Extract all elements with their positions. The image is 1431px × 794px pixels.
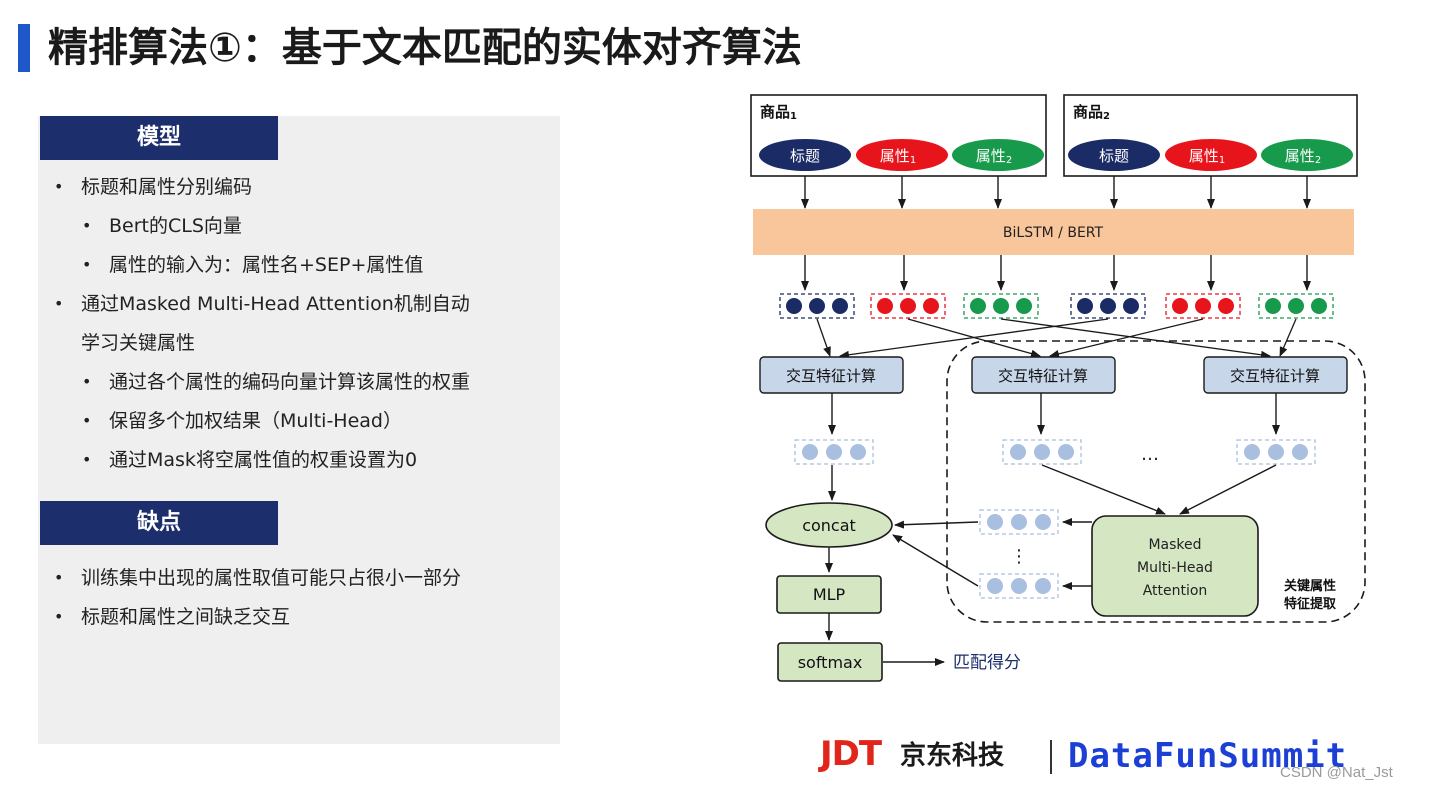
oval-label: 标题 bbox=[1099, 147, 1129, 165]
bullet-item: • 标题和属性之间缺乏交互 bbox=[54, 603, 291, 631]
sub-bullet-item: • Bert的CLS向量 bbox=[82, 212, 242, 240]
oval-label: 属性1 bbox=[1189, 147, 1225, 166]
p2-title-vector bbox=[1070, 293, 1146, 319]
interaction-box-attr2: 交互特征计算 bbox=[1203, 356, 1348, 394]
encoder-output-arrows bbox=[801, 255, 1311, 291]
slide-title: 精排算法①：基于文本匹配的实体对齐算法 bbox=[48, 25, 802, 71]
bullet-continuation: 学习关键属性 bbox=[81, 329, 195, 357]
box-label: 交互特征计算 bbox=[998, 367, 1088, 385]
sub-bullet-item: • 通过Mask将空属性值的权重设置为0 bbox=[82, 446, 418, 474]
bullet-dot: • bbox=[82, 411, 92, 430]
interaction-box-title: 交互特征计算 bbox=[759, 356, 904, 394]
footer-divider bbox=[1050, 740, 1052, 774]
attention-output-arrows bbox=[892, 518, 1092, 590]
p1-attr2-oval: 属性2 bbox=[952, 139, 1044, 171]
match-score-label: 匹配得分 bbox=[953, 653, 1021, 673]
p1-attr1-oval: 属性1 bbox=[856, 139, 948, 171]
p1-title-oval: 标题 bbox=[759, 139, 851, 171]
masked-line3: Attention bbox=[1143, 583, 1208, 599]
mlp-label: MLP bbox=[813, 585, 846, 604]
key-attr-label-line1: 关键属性 bbox=[1284, 578, 1336, 594]
title-accent-bar bbox=[18, 24, 30, 72]
bullet-text: 标题和属性之间缺乏交互 bbox=[81, 606, 291, 628]
sub-bullet-item: • 属性的输入为：属性名+SEP+属性值 bbox=[82, 251, 424, 279]
bullet-dot: • bbox=[82, 255, 92, 274]
key-attribute-region bbox=[946, 340, 1366, 623]
bullet-item: • 通过Masked Multi-Head Attention机制自动 bbox=[54, 290, 470, 318]
bullet-text: 训练集中出现的属性取值可能只占很小一部分 bbox=[81, 567, 462, 589]
interaction-vector-attr1 bbox=[1002, 439, 1082, 465]
oval-label: 属性1 bbox=[880, 147, 916, 166]
p1-attr1-vector bbox=[870, 293, 946, 319]
bullet-dot: • bbox=[82, 372, 92, 391]
attention-output-vector-1 bbox=[979, 509, 1059, 535]
oval-label: 标题 bbox=[790, 147, 820, 165]
p2-attr1-oval: 属性1 bbox=[1165, 139, 1257, 171]
masked-line2: Multi-Head bbox=[1137, 560, 1213, 576]
softmax-label: softmax bbox=[798, 653, 863, 672]
datafun-summit-logo: DataFunSummit bbox=[1068, 736, 1348, 776]
bullet-dot: • bbox=[54, 568, 64, 587]
jd-tech-logo-text: 京东科技 bbox=[900, 741, 1005, 771]
p2-title-oval: 标题 bbox=[1068, 139, 1160, 171]
bullet-text: 属性的输入为：属性名+SEP+属性值 bbox=[109, 254, 424, 276]
left-text-panel bbox=[38, 116, 560, 744]
p2-attr1-vector bbox=[1165, 293, 1241, 319]
p1-title-vector bbox=[779, 293, 855, 319]
concat-label: concat bbox=[802, 516, 856, 535]
encoder-label: BiLSTM / BERT bbox=[1003, 225, 1104, 241]
oval-label: 属性2 bbox=[976, 147, 1012, 166]
horizontal-ellipsis: … bbox=[1141, 444, 1159, 465]
bullet-dot: • bbox=[82, 216, 92, 235]
bullet-dot: • bbox=[54, 294, 64, 313]
interaction-output-arrows bbox=[828, 393, 1280, 435]
concat-node: concat bbox=[765, 502, 893, 548]
masked-attention-box: Masked Multi-Head Attention bbox=[1091, 515, 1259, 617]
sub-bullet-item: • 保留多个加权结果（Multi-Head） bbox=[82, 407, 402, 435]
interaction-vector-title bbox=[794, 439, 874, 465]
encoder-bar bbox=[753, 209, 1354, 255]
bullet-dot: • bbox=[54, 607, 64, 626]
box-label: 交互特征计算 bbox=[786, 367, 876, 385]
interaction-vector-attr2 bbox=[1236, 439, 1316, 465]
cons-section-header: 缺点 bbox=[40, 501, 278, 545]
product2-label: 商品2 bbox=[1073, 103, 1110, 122]
bullet-dot: • bbox=[82, 450, 92, 469]
bullet-text: 通过Masked Multi-Head Attention机制自动 bbox=[81, 293, 470, 315]
bullet-text: 标题和属性分别编码 bbox=[81, 176, 253, 198]
p2-attr2-oval: 属性2 bbox=[1261, 139, 1353, 171]
bullet-text: 学习关键属性 bbox=[81, 332, 196, 354]
box-label: 交互特征计算 bbox=[1230, 367, 1320, 385]
bullet-text: Bert的CLS向量 bbox=[109, 215, 242, 237]
vertical-ellipsis: ⋮ bbox=[1010, 546, 1028, 567]
bullet-text: 通过各个属性的编码向量计算该属性的权重 bbox=[109, 371, 471, 393]
bullet-text: 保留多个加权结果（Multi-Head） bbox=[109, 410, 402, 432]
bullet-item: • 训练集中出现的属性取值可能只占很小一部分 bbox=[54, 564, 462, 592]
attention-output-vector-2 bbox=[979, 573, 1059, 599]
softmax-node: softmax bbox=[777, 642, 883, 682]
input-arrows bbox=[801, 176, 1311, 209]
attention-input-arrows bbox=[828, 464, 1277, 515]
interaction-input-arrows bbox=[816, 318, 1297, 359]
sub-bullet-item: • 通过各个属性的编码向量计算该属性的权重 bbox=[82, 368, 471, 396]
masked-line1: Masked bbox=[1148, 537, 1201, 553]
oval-label: 属性2 bbox=[1285, 147, 1321, 166]
key-attr-label-line2: 特征提取 bbox=[1284, 596, 1337, 612]
p2-attr2-vector bbox=[1258, 293, 1334, 319]
mlp-node: MLP bbox=[776, 575, 882, 614]
product1-label: 商品1 bbox=[760, 103, 797, 122]
bullet-text: 通过Mask将空属性值的权重设置为0 bbox=[109, 449, 418, 471]
bullet-dot: • bbox=[54, 177, 64, 196]
bullet-item: • 标题和属性分别编码 bbox=[54, 173, 253, 201]
model-section-header: 模型 bbox=[40, 116, 278, 160]
jdt-logo: JDT bbox=[820, 734, 882, 774]
p1-attr2-vector bbox=[963, 293, 1039, 319]
watermark: CSDN @Nat_Jst bbox=[1280, 764, 1393, 781]
interaction-box-attr1: 交互特征计算 bbox=[971, 356, 1116, 394]
